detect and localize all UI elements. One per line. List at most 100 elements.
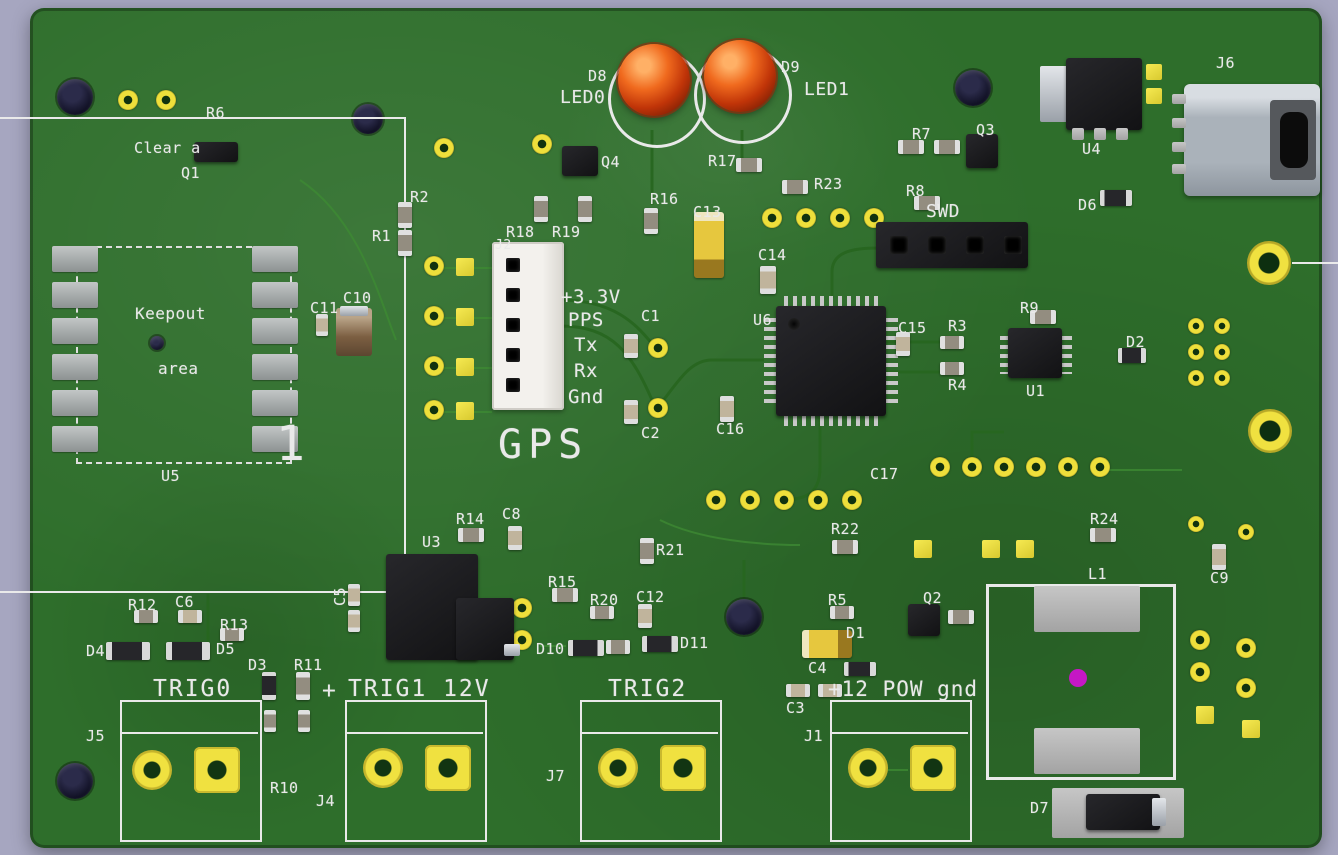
silk-trig2: TRIG2 [608,676,688,702]
refdes-j7: J7 [546,767,566,785]
resistor-r17 [736,158,762,172]
smd-pad [1242,720,1260,738]
terminal-pad [132,750,172,790]
smd-pad [456,358,474,376]
through-hole-pad [1236,638,1256,658]
refdes-r4: R4 [948,376,968,394]
refdes-r12: R12 [128,596,157,614]
refdes-q4: Q4 [601,153,621,171]
refdes-r11: R11 [294,656,323,674]
power-via [1248,409,1292,453]
resistor-r5 [830,606,854,619]
power-via [1247,241,1291,285]
smd-pad [1146,64,1162,80]
resistor-r11 [296,672,310,700]
refdes-d2: D2 [1126,333,1146,351]
pin1-dimple [788,318,800,330]
refdes-d11: D11 [680,634,709,652]
through-hole-pad [706,490,726,510]
through-hole-pad [994,457,1014,477]
silk-gps-3v3: +3.3V [561,286,621,308]
soic-leads [1062,336,1072,374]
silk-led1: LED1 [804,79,850,100]
silkscreen-line [0,591,390,593]
refdes-r14: R14 [456,510,485,528]
diode-d3 [262,672,276,700]
connector-pin [506,318,520,332]
refdes-c17: C17 [870,465,899,483]
inductor-l1-outline [986,584,1176,780]
usb-lead [1172,164,1186,174]
diode-d7 [1086,794,1160,830]
refdes-d7: D7 [1030,799,1050,817]
resistor-chip [264,710,276,732]
refdes-d8: D8 [588,67,608,85]
refdes-c6: C6 [175,593,195,611]
through-hole-pad [1190,662,1210,682]
terminal-block-j1 [830,700,972,842]
connector-pin [506,288,520,302]
refdes-c14: C14 [758,246,787,264]
silkscreen-line [404,117,406,593]
refdes-r6: R6 [206,104,226,122]
through-hole-pad [532,134,552,154]
through-hole-pad [796,208,816,228]
capacitor-c13 [694,212,724,278]
capacitor-c15 [896,332,910,356]
capacitor-c6 [178,610,202,623]
resistor-r18 [534,196,548,222]
module-pad [52,390,98,416]
terminal-pad [848,748,888,788]
through-hole-pad [930,457,950,477]
gps-header-pad [424,256,444,276]
resistor-chip [934,140,960,154]
led-d9 [704,40,776,112]
refdes-u4: U4 [1082,140,1102,158]
connector-pin [506,258,520,272]
refdes-u3: U3 [422,533,442,551]
transistor-q4 [562,146,598,176]
smd-pad [982,540,1000,558]
refdes-d4: D4 [86,642,106,660]
through-hole-pad [1058,457,1078,477]
resistor-r14 [458,528,484,542]
refdes-c3: C3 [786,699,806,717]
connector-pin [506,348,520,362]
refdes-q2: Q2 [923,589,943,607]
gps-connector-j2 [492,242,564,410]
mounting-hole [57,79,93,115]
through-hole-pad [156,90,176,110]
smd-pad [1016,540,1034,558]
through-hole-pad [842,490,862,510]
refdes-r19: R19 [552,223,581,241]
capacitor-c5 [348,584,360,606]
resistor-r22 [832,540,858,554]
capacitor-c11 [316,314,328,336]
terminal-block-j4 [345,700,487,842]
via [1214,344,1230,360]
diode-d11 [642,636,678,652]
resistor-r16 [644,208,658,234]
terminal-pad [598,748,638,788]
refdes-j5: J5 [86,727,106,745]
terminal-pad [425,745,471,791]
silkscreen-line [120,732,258,734]
silk-power-header: +12 POW gnd [828,677,979,701]
refdes-c16: C16 [716,420,745,438]
resistor-r24 [1090,528,1116,542]
resistor-r3 [940,336,964,349]
capacitor-chip [818,684,842,697]
through-hole-pad [118,90,138,110]
refdes-c12: C12 [636,588,665,606]
gps-header-pad [424,306,444,326]
terminal-pad [910,745,956,791]
gps-header-pad [424,356,444,376]
inductor-l1-pad [1034,728,1140,774]
diode-d1 [844,662,876,676]
diode-d6 [1100,190,1132,206]
refdes-d1: D1 [846,624,866,642]
capacitor-c3 [786,684,810,697]
regulator-u4 [1066,58,1142,130]
through-hole-pad [648,338,668,358]
